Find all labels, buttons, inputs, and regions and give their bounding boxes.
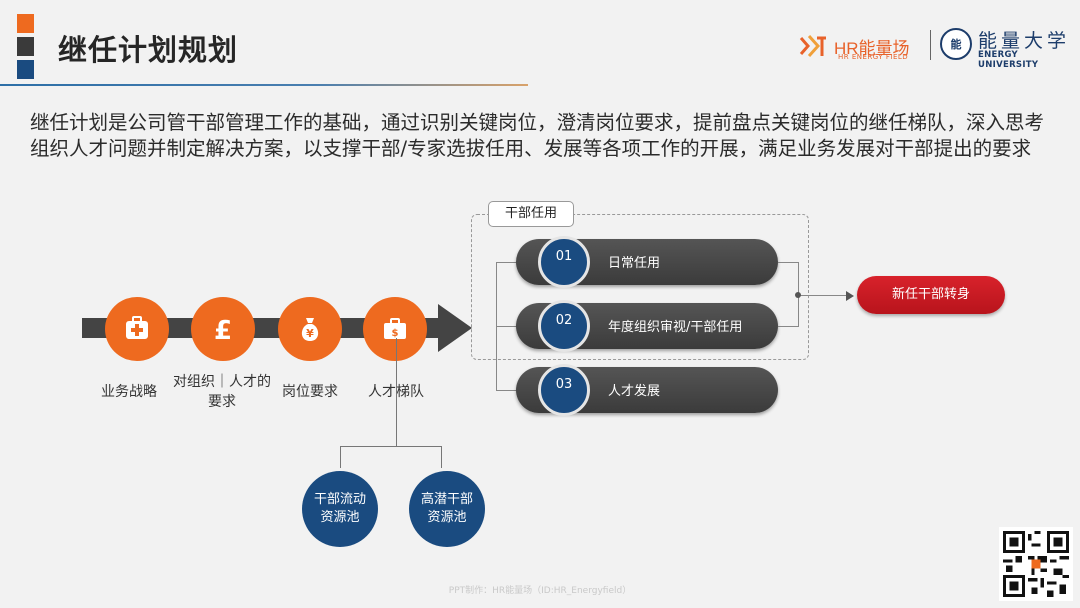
university-name: 能量大学 xyxy=(978,30,1071,52)
item-label: 年度组织审视/干部任用 xyxy=(608,320,743,335)
right-bracket-tick xyxy=(778,326,799,327)
result-pill: 新任干部转身 xyxy=(857,276,1005,314)
logo-divider xyxy=(930,30,931,60)
step-label-position: 岗位要求 xyxy=(282,384,338,400)
accent-square-orange xyxy=(17,14,34,33)
step-label-strategy: 业务战略 xyxy=(101,384,157,400)
process-arrow-head xyxy=(438,304,472,352)
item-label: 日常任用 xyxy=(608,256,661,271)
university-seal-icon: 能 xyxy=(940,28,972,60)
hr-logo-name: HR能量场 xyxy=(834,38,910,58)
list-item: 03 人才发展 xyxy=(516,364,778,416)
hr-logo-mark-icon xyxy=(798,30,830,62)
group-tag: 干部任用 xyxy=(488,201,574,227)
step-label-org: 对组织｜人才的要求 xyxy=(173,374,271,410)
result-connector xyxy=(798,295,848,296)
qr-code-icon xyxy=(999,527,1073,601)
item-number: 01 xyxy=(538,236,590,288)
accent-square-dark xyxy=(17,37,34,56)
process-arrow-shaft xyxy=(82,318,442,338)
hr-logo-sub: HR ENERGY FIELD xyxy=(838,53,909,61)
briefcase-icon: $ xyxy=(384,318,406,339)
connector-dot xyxy=(795,292,801,298)
connector-vertical xyxy=(396,338,397,446)
pool-cadre-mobility: 干部流动资源池 xyxy=(302,471,378,547)
svg-text:¥: ¥ xyxy=(306,327,314,340)
svg-text:$: $ xyxy=(392,328,399,339)
connector-tick-left xyxy=(340,446,341,468)
left-bracket-tick xyxy=(496,262,518,263)
left-bracket-tick xyxy=(496,390,518,391)
footer-credit: PPT制作：HR能量场（ID:HR_Energyfield） xyxy=(448,586,632,596)
university-sub: ENERGY UNIVERSITY xyxy=(978,50,1039,70)
header-divider xyxy=(0,84,528,86)
item-number: 03 xyxy=(538,364,590,416)
item-label: 人才发展 xyxy=(608,384,661,399)
step-circle-position: ¥ xyxy=(278,297,342,361)
step-circle-org: £ xyxy=(191,297,255,361)
appointment-group-box xyxy=(471,214,809,360)
money-bag-icon: ¥ xyxy=(301,318,319,341)
step-circle-talent: $ xyxy=(363,297,427,361)
list-item: 01 日常任用 xyxy=(516,236,778,288)
list-item: 02 年度组织审视/干部任用 xyxy=(516,300,778,352)
left-bracket-tick xyxy=(496,326,518,327)
page-title: 继任计划规划 xyxy=(58,33,239,67)
right-bracket-tick xyxy=(778,262,799,263)
arrow-right-icon xyxy=(846,291,854,301)
svg-text:£: £ xyxy=(214,316,232,344)
intro-paragraph: 继任计划是公司管干部管理工作的基础，通过识别关键岗位，澄清岗位要求，提前盘点关键… xyxy=(30,111,1045,160)
item-number: 02 xyxy=(538,300,590,352)
connector-horizontal xyxy=(340,446,442,447)
medical-kit-icon xyxy=(126,316,148,339)
hr-energy-logo: HR能量场 xyxy=(798,28,910,64)
step-circle-strategy xyxy=(105,297,169,361)
pool-high-potential: 高潜干部资源池 xyxy=(409,471,485,547)
pound-icon: £ xyxy=(214,316,232,344)
connector-tick-right xyxy=(441,446,442,468)
accent-square-blue xyxy=(17,60,34,79)
